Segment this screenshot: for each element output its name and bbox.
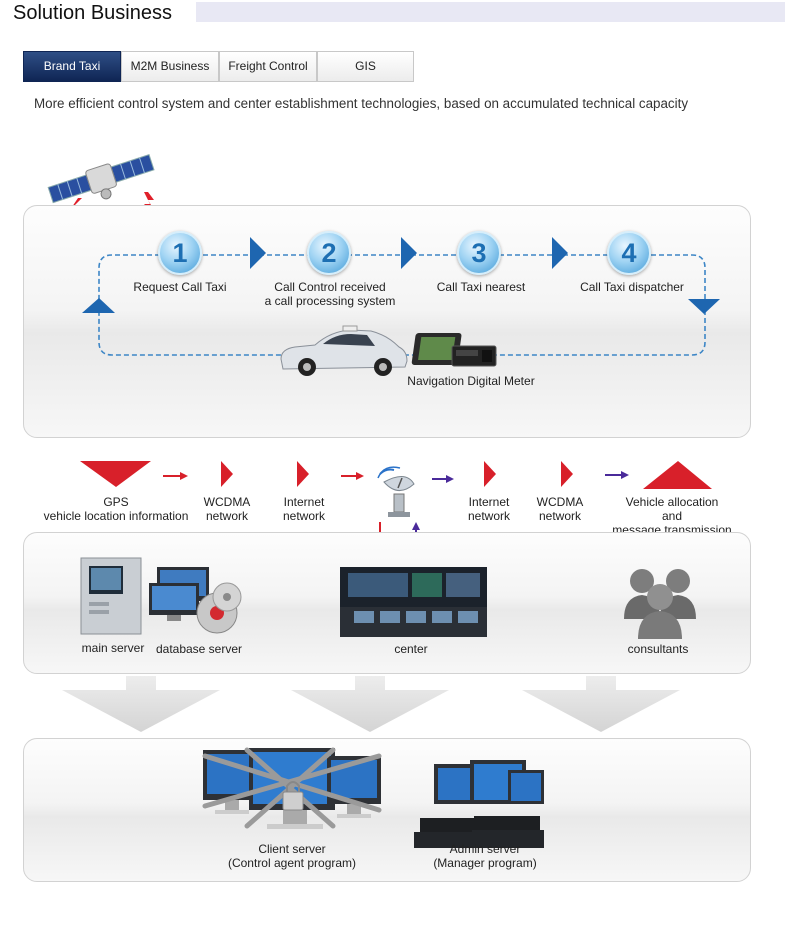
main-server-icon — [80, 557, 142, 635]
step-3-label: Call Taxi nearest — [436, 280, 526, 294]
consultants-icon — [624, 569, 696, 639]
vehicle-allocation-label-line2: and — [661, 509, 683, 523]
consultants-label: consultants — [627, 642, 689, 656]
wcdma-right-label-line1: WCDMA — [536, 495, 584, 509]
center-label: center — [394, 642, 428, 656]
tab-gis[interactable]: GIS — [317, 51, 414, 82]
tab-freight-control[interactable]: Freight Control — [219, 51, 317, 82]
internet-left-label-line2: network — [282, 509, 326, 523]
control-center-image — [340, 567, 487, 637]
step-1-badge: 1 — [158, 231, 202, 275]
step-2-badge: 2 — [307, 231, 351, 275]
tab-m2m-business[interactable]: M2M Business — [121, 51, 219, 82]
vehicle-allocation-label-line1: Vehicle allocation — [625, 495, 719, 509]
tab-brand-taxi[interactable]: Brand Taxi — [23, 51, 121, 82]
navigation-device-icon — [411, 333, 462, 365]
client-server-icon — [202, 747, 382, 829]
taxi-icon — [280, 325, 408, 376]
page-title: Solution Business — [13, 2, 172, 24]
wcdma-left-label-line1: WCDMA — [203, 495, 251, 509]
step-2-label-line1: Call Control received — [274, 280, 386, 294]
client-server-label-line2: (Control agent program) — [227, 856, 357, 870]
admin-server-label-line1: Admin server — [449, 842, 521, 856]
satellite-dish-icon — [377, 466, 415, 517]
devices-label: Navigation Digital Meter — [407, 374, 535, 388]
digital-meter-icon — [451, 345, 497, 367]
step-3-badge: 3 — [457, 231, 501, 275]
database-server-icon — [149, 567, 242, 634]
wcdma-right-label-line2: network — [538, 509, 582, 523]
gps-label-line2: vehicle location information — [43, 509, 189, 523]
clients-panel — [23, 738, 751, 882]
main-server-label: main server — [81, 641, 145, 655]
satellite-icon — [47, 154, 160, 226]
internet-right-label-line2: network — [467, 509, 511, 523]
internet-left-label-line1: Internet — [283, 495, 325, 509]
title-band — [196, 2, 785, 22]
step-4-label: Call Taxi dispatcher — [580, 280, 684, 294]
intro-text: More efficient control system and center… — [34, 96, 689, 111]
admin-server-label-line2: (Manager program) — [433, 856, 537, 870]
step-2-label-line2: a call processing system — [264, 294, 396, 308]
wcdma-left-label-line2: network — [205, 509, 249, 523]
database-server-label: database server — [155, 642, 243, 656]
internet-right-label-line1: Internet — [468, 495, 510, 509]
client-server-label-line1: Client server — [258, 842, 326, 856]
step-1-label: Request Call Taxi — [133, 280, 227, 294]
admin-server-icon — [414, 760, 544, 848]
gps-label-line1: GPS — [103, 495, 129, 509]
step-4-badge: 4 — [607, 231, 651, 275]
